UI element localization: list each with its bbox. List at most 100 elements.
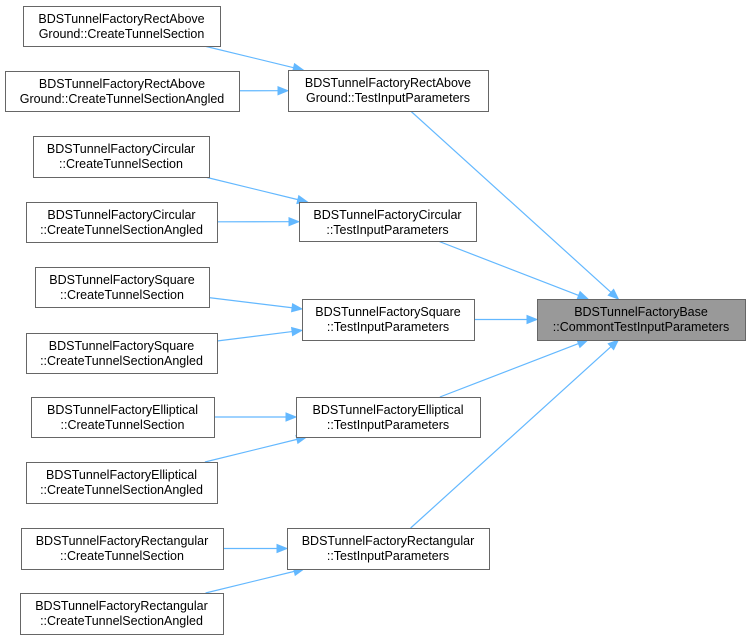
arrowhead-icon <box>291 303 304 313</box>
node-label-line: ::CreateTunnelSection <box>61 418 185 432</box>
edge-n_el_csa-to-n_el_tip <box>204 434 308 463</box>
node-box <box>26 333 218 374</box>
node-label-line: BDSTunnelFactoryRectAbove <box>38 12 204 26</box>
arrowhead-icon <box>290 326 304 337</box>
node-n-ra-csa[interactable]: BDSTunnelFactoryRectAboveGround::CreateT… <box>5 71 240 112</box>
node-box <box>20 593 224 635</box>
node-box <box>287 528 490 570</box>
node-box <box>31 397 215 438</box>
node-label-line: BDSTunnelFactoryRectAbove <box>305 76 471 90</box>
node-n-el-csa[interactable]: BDSTunnelFactoryElliptical::CreateTunnel… <box>26 462 218 504</box>
nodes-layer: BDSTunnelFactoryBase::CommontTestInputPa… <box>5 6 746 635</box>
node-label-line: BDSTunnelFactoryRectangular <box>302 534 475 548</box>
node-n-ci-tip[interactable]: BDSTunnelFactoryCircular::TestInputParam… <box>299 202 477 242</box>
node-label-line: ::CreateTunnelSectionAngled <box>40 483 203 497</box>
arrowhead-icon <box>576 290 590 300</box>
edges-layer <box>203 45 620 594</box>
node-label-line: BDSTunnelFactorySquare <box>315 305 460 319</box>
node-label-line: BDSTunnelFactoryElliptical <box>313 403 464 417</box>
edge-n_ci_csa-to-n_ci_tip <box>216 216 301 227</box>
node-n-ra-tip[interactable]: BDSTunnelFactoryRectAboveGround::TestInp… <box>288 70 489 112</box>
node-n-sq-tip[interactable]: BDSTunnelFactorySquare::TestInputParamet… <box>302 299 475 341</box>
edge-n_el_cs-to-n_el_tip <box>214 412 298 422</box>
arrowhead-icon <box>288 216 301 227</box>
node-label-line: ::CreateTunnelSection <box>59 157 183 171</box>
node-label-line: ::CreateTunnelSection <box>60 549 184 563</box>
node-box <box>5 71 240 112</box>
edge-n_ra_tip-to-n_root <box>410 110 620 300</box>
edge-line <box>410 110 612 293</box>
node-n-el-cs[interactable]: BDSTunnelFactoryElliptical::CreateTunnel… <box>31 397 215 438</box>
edge-n_re_tip-to-n_root <box>410 339 620 529</box>
arrowhead-icon <box>607 288 620 300</box>
node-label-line: ::TestInputParameters <box>326 223 448 237</box>
node-label-line: ::CreateTunnelSection <box>60 288 184 302</box>
node-n-ra-cs[interactable]: BDSTunnelFactoryRectAboveGround::CreateT… <box>23 6 221 47</box>
node-label-line: BDSTunnelFactorySquare <box>49 273 194 287</box>
edge-n_sq_tip-to-n_root <box>474 314 539 325</box>
node-label-line: ::CreateTunnelSectionAngled <box>40 614 203 628</box>
node-label-line: ::CreateTunnelSectionAngled <box>40 223 203 237</box>
edge-line <box>204 438 298 463</box>
node-box <box>288 70 489 112</box>
node-label-line: ::TestInputParameters <box>327 418 449 432</box>
edge-n_ra_cs-to-n_ra_tip <box>203 45 305 73</box>
node-label-line: BDSTunnelFactoryRectAbove <box>39 77 205 91</box>
edge-n_ci_tip-to-n_root <box>437 240 590 300</box>
node-label-line: ::TestInputParameters <box>327 549 449 563</box>
node-n-ci-csa[interactable]: BDSTunnelFactoryCircular::CreateTunnelSe… <box>26 202 218 243</box>
node-label-line: BDSTunnelFactoryCircular <box>313 208 461 222</box>
edge-n_re_csa-to-n_re_tip <box>205 566 306 594</box>
node-label-line: Ground::CreateTunnelSectionAngled <box>20 92 225 106</box>
edge-line <box>439 343 579 398</box>
node-box <box>26 462 218 504</box>
node-box <box>296 397 481 438</box>
node-label-line: ::CreateTunnelSectionAngled <box>40 354 203 368</box>
arrowhead-icon <box>607 339 620 351</box>
node-label-line: BDSTunnelFactoryRectangular <box>35 599 208 613</box>
node-n-el-tip[interactable]: BDSTunnelFactoryElliptical::TestInputPar… <box>296 397 481 438</box>
node-n-ci-cs[interactable]: BDSTunnelFactoryCircular::CreateTunnelSe… <box>33 136 210 178</box>
edge-line <box>216 330 293 342</box>
node-box <box>33 136 210 178</box>
node-label-line: ::CommontTestInputParameters <box>553 320 729 334</box>
node-label-line: BDSTunnelFactoryElliptical <box>47 403 198 417</box>
edge-line <box>208 297 293 309</box>
node-label-line: BDSTunnelFactoryBase <box>574 305 708 319</box>
node-n-sq-cs[interactable]: BDSTunnelFactorySquare::CreateTunnelSect… <box>35 267 210 308</box>
edge-n_sq_csa-to-n_sq_tip <box>216 326 304 342</box>
node-label-line: BDSTunnelFactoryCircular <box>47 142 195 156</box>
edge-line <box>203 45 294 69</box>
node-n-re-cs[interactable]: BDSTunnelFactoryRectangular::CreateTunne… <box>21 528 224 570</box>
node-n-re-csa[interactable]: BDSTunnelFactoryRectangular::CreateTunne… <box>20 593 224 635</box>
node-box <box>299 202 477 242</box>
node-box <box>21 528 224 570</box>
node-box <box>302 299 475 341</box>
edge-line <box>410 346 612 529</box>
arrowhead-icon <box>526 314 539 325</box>
edge-n_sq_cs-to-n_sq_tip <box>208 297 304 313</box>
node-box <box>23 6 221 47</box>
arrowhead-icon <box>285 412 298 422</box>
node-label-line: Ground::CreateTunnelSection <box>39 27 205 41</box>
edge-line <box>204 176 298 201</box>
node-label-line: BDSTunnelFactoryElliptical <box>46 468 197 482</box>
node-label-line: BDSTunnelFactorySquare <box>49 339 194 353</box>
node-box <box>537 299 746 341</box>
arrowhead-icon <box>277 85 290 96</box>
node-n-root[interactable]: BDSTunnelFactoryBase::CommontTestInputPa… <box>537 299 746 341</box>
arrowhead-icon <box>276 543 289 554</box>
node-box <box>35 267 210 308</box>
edge-line <box>437 240 579 296</box>
node-box <box>26 202 218 243</box>
edge-n_ci_cs-to-n_ci_tip <box>204 176 309 205</box>
node-n-re-tip[interactable]: BDSTunnelFactoryRectangular::TestInputPa… <box>287 528 490 570</box>
node-label-line: BDSTunnelFactoryCircular <box>47 208 195 222</box>
edge-line <box>205 570 295 594</box>
edge-n_re_cs-to-n_re_tip <box>223 543 289 554</box>
node-label-line: ::TestInputParameters <box>327 320 449 334</box>
node-label-line: Ground::TestInputParameters <box>306 91 470 105</box>
edge-n_ra_csa-to-n_ra_tip <box>238 85 290 96</box>
node-n-sq-csa[interactable]: BDSTunnelFactorySquare::CreateTunnelSect… <box>26 333 218 374</box>
